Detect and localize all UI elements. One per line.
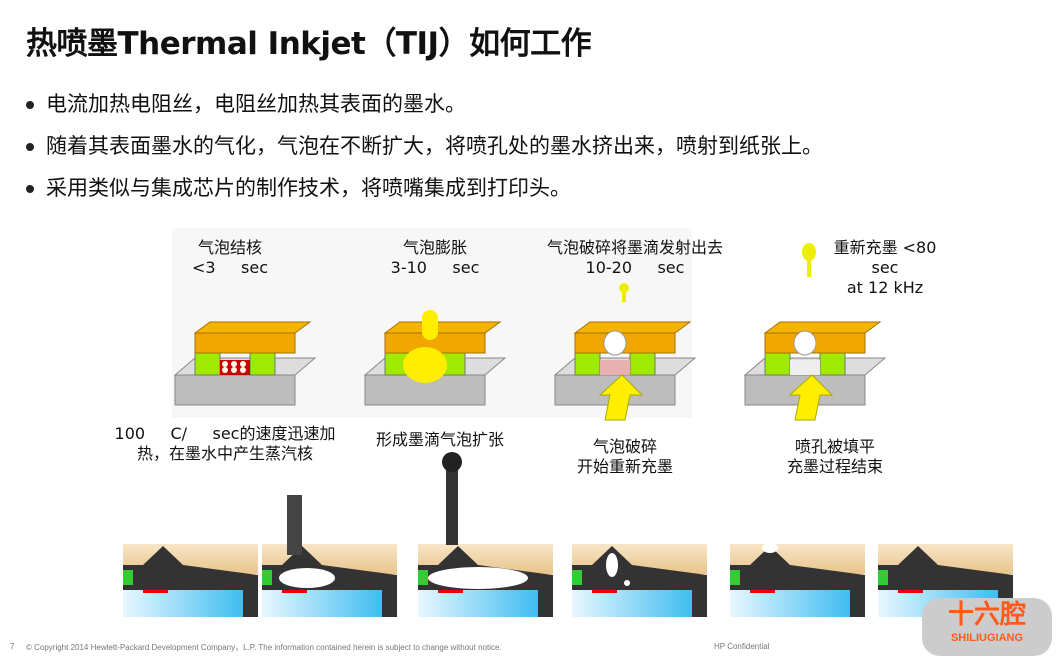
stage-2-caption: 形成墨滴气泡扩张 [375,430,504,449]
nozzle-stage-5 [730,543,865,617]
chamber-diagram-4 [743,321,887,421]
nozzle-stage-2 [262,495,397,617]
watermark-logo: 十六腔 SHILIUGIANG [922,598,1052,656]
chamber-diagram-1 [173,321,317,406]
stage-4-caption: 喷孔被填平充墨过程结束 [786,437,883,476]
copyright: © Copyright 2014 Hewlett-Packard Develop… [26,643,502,652]
chamber-diagram-2 [363,310,507,406]
bullet-2: 随着其表面墨水的气化，气泡在不断扩大，将喷孔处的墨水挤出来，喷射到纸张上。 [26,130,823,160]
stage-1-caption: 100 C/ sec的速度迅速加热，在墨水中产生蒸汽核 [114,424,336,463]
bullet-1: 电流加热电阻丝，电阻丝加热其表面的墨水。 [26,88,466,118]
nozzle-stage-4 [572,544,707,617]
ink-drop-icon [619,283,629,302]
page-number: 7 [10,642,15,651]
nozzle-stage-3 [418,452,553,617]
stage-3-caption: 气泡破碎开始重新充墨 [576,437,673,476]
bullet-text: 采用类似与集成芯片的制作技术，将喷嘴集成到打印头。 [46,176,571,200]
bullet-text: 电流加热电阻丝，电阻丝加热其表面的墨水。 [46,92,466,116]
chamber-diagram-3 [553,321,697,421]
ink-drop-icon [802,243,816,277]
bullet-text: 随着其表面墨水的气化，气泡在不断扩大，将喷孔处的墨水挤出来，喷射到纸张上。 [46,134,823,158]
nozzle-stage-1 [123,544,258,617]
confidential-label: HP Confidential [714,642,770,651]
bullet-3: 采用类似与集成芯片的制作技术，将喷嘴集成到打印头。 [26,172,571,202]
page-title: 热喷墨Thermal Inkjet（TIJ）如何工作 [26,26,592,62]
stage-1-title: 气泡结核<3 sec [192,238,268,277]
